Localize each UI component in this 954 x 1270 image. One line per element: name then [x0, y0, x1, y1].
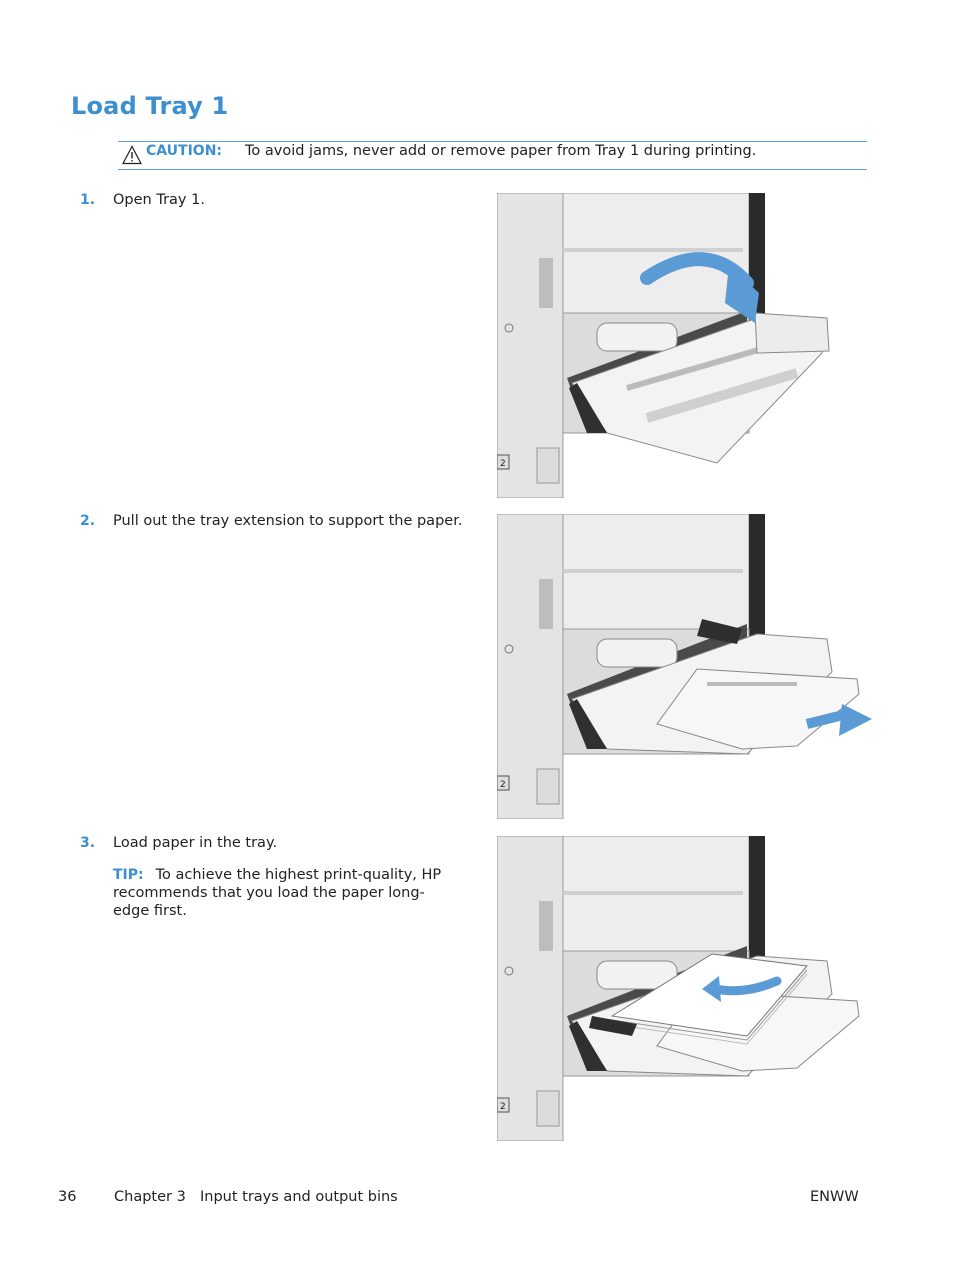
tray-number-label: 2 — [500, 1102, 506, 1112]
illustration-load-paper: 2 — [497, 836, 873, 1141]
footer-code: ENWW — [810, 1189, 859, 1205]
tip-label: TIP: — [113, 867, 144, 883]
caution-text: To avoid jams, never add or remove paper… — [245, 143, 757, 159]
step-1-text: Open Tray 1. — [113, 192, 205, 208]
footer-chapter-title: Input trays and output bins — [200, 1189, 398, 1205]
step-3-number: 3. — [80, 835, 96, 851]
caution-note: CAUTION: To avoid jams, never add or rem… — [118, 141, 867, 170]
tip-note: TIP:To achieve the highest print-quality… — [113, 866, 443, 920]
printer-open-tray-image: 2 — [497, 193, 830, 498]
step-2-text: Pull out the tray extension to support t… — [113, 513, 463, 529]
printer-load-paper-image: 2 — [497, 836, 860, 1141]
tip-text: To achieve the highest print-quality, HP… — [113, 867, 442, 919]
footer-page-number: 36 — [58, 1189, 77, 1205]
illustration-tray-extension: 2 — [497, 514, 873, 819]
step-3-text: Load paper in the tray. — [113, 835, 278, 851]
caution-label: CAUTION: — [146, 143, 223, 159]
warning-triangle-icon — [122, 145, 142, 165]
tray-number-label: 2 — [500, 780, 506, 790]
page-title: Load Tray 1 — [71, 92, 229, 120]
step-2-number: 2. — [80, 513, 96, 529]
illustration-open-tray: 2 — [497, 193, 873, 498]
step-1-number: 1. — [80, 192, 96, 208]
tray-number-label: 2 — [500, 459, 506, 469]
footer-chapter: Chapter 3 — [114, 1189, 186, 1205]
printer-tray-extension-image: 2 — [497, 514, 872, 819]
